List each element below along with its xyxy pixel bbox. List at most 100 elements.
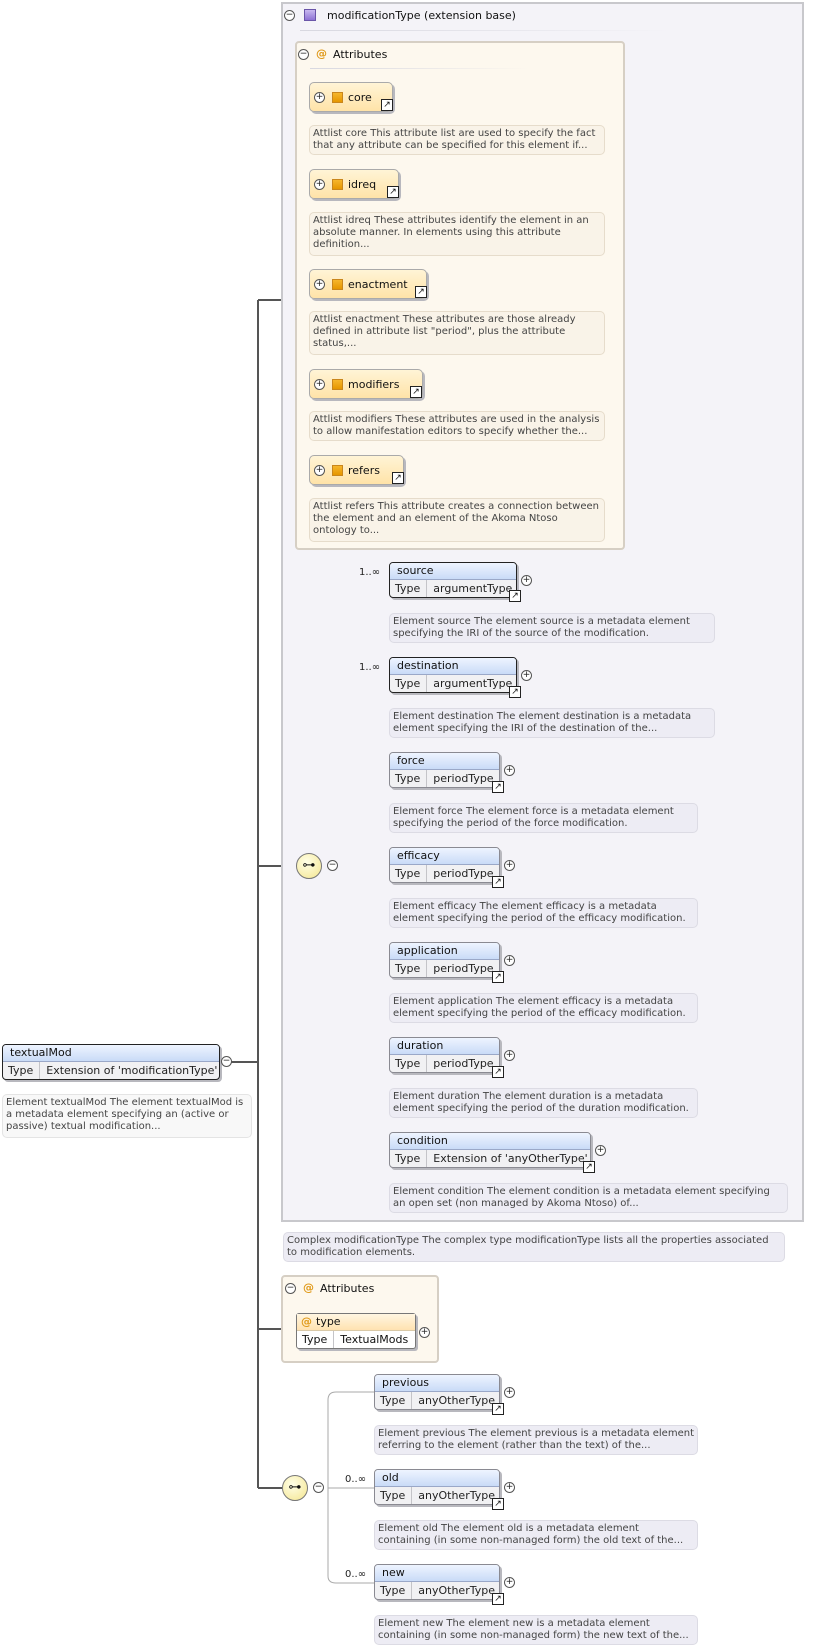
element-condition[interactable]: condition Type Extension of 'anyOtherTyp… (389, 1132, 591, 1168)
ref-arrow-icon[interactable]: ↗ (492, 781, 504, 793)
attribute-group-icon (333, 379, 342, 389)
element-doc: Element condition The element condition … (389, 1183, 788, 1213)
attributes-collapse-toggle[interactable]: − (298, 49, 309, 60)
ref-arrow-icon[interactable]: ↗ (492, 1403, 504, 1415)
root-collapse-toggle[interactable]: − (221, 1056, 232, 1067)
type-key: Type (390, 1055, 428, 1072)
attribute-group-modifiers[interactable]: + modifiers (309, 369, 423, 399)
type-key: Type (390, 1150, 428, 1167)
sequence-compositor[interactable]: ⊶ (282, 1475, 308, 1501)
root-element-name: textualMod (3, 1045, 219, 1062)
type-key: Type (375, 1392, 413, 1409)
element-doc: Element previous The element previous is… (374, 1425, 698, 1455)
root-doc: Element textualMod The element textualMo… (2, 1094, 252, 1138)
expand-toggle[interactable]: + (504, 955, 515, 966)
expand-toggle[interactable]: + (521, 670, 532, 681)
type-key: Type (297, 1331, 335, 1348)
root-element-type: Type Extension of 'modificationType' (3, 1062, 219, 1079)
attribute-group-icon (333, 279, 342, 289)
expand-toggle[interactable]: + (314, 464, 325, 476)
own-attributes-header: Attributes (320, 1282, 375, 1295)
element-name: application (390, 943, 499, 960)
expand-toggle[interactable]: + (504, 1482, 515, 1493)
attribute-group-name: refers (348, 463, 380, 477)
expand-toggle[interactable]: + (314, 178, 325, 190)
element-type: Type periodType (390, 960, 499, 977)
ref-arrow-icon[interactable]: ↗ (381, 99, 393, 111)
attribute-group-name: idreq (348, 177, 377, 191)
ref-arrow-icon[interactable]: ↗ (492, 971, 504, 983)
type-key: Type (375, 1582, 413, 1599)
ref-arrow-icon[interactable]: ↗ (492, 1066, 504, 1078)
ref-arrow-icon[interactable]: ↗ (392, 472, 404, 484)
ref-arrow-icon[interactable]: ↗ (509, 590, 521, 602)
type-value: anyOtherType (418, 1489, 495, 1502)
sequence-collapse-toggle[interactable]: − (327, 860, 338, 871)
attribute-group-doc: Attlist idreq These attributes identify … (309, 212, 605, 256)
expand-toggle[interactable]: + (314, 91, 325, 103)
sequence-collapse-toggle[interactable]: − (313, 1482, 324, 1493)
element-name: new (375, 1565, 499, 1582)
ref-arrow-icon[interactable]: ↗ (492, 876, 504, 888)
element-application[interactable]: application Type periodType (389, 942, 500, 978)
expand-toggle[interactable]: + (504, 860, 515, 871)
attribute-group-doc: Attlist modifiers These attributes are u… (309, 411, 605, 441)
attribute-at-icon: @ (316, 47, 327, 60)
expand-toggle[interactable]: + (595, 1145, 606, 1156)
element-type: Type Extension of 'anyOtherType' (390, 1150, 590, 1167)
type-value: Extension of 'anyOtherType' (433, 1152, 588, 1165)
type-value: argumentType (433, 677, 513, 690)
ref-arrow-icon[interactable]: ↗ (410, 386, 422, 398)
expand-toggle[interactable]: + (314, 278, 325, 290)
element-previous[interactable]: previous Type anyOtherType (374, 1374, 500, 1410)
ref-arrow-icon[interactable]: ↗ (415, 286, 427, 298)
expand-toggle[interactable]: + (314, 378, 325, 390)
complex-type-doc: Complex modificationType The complex typ… (283, 1232, 785, 1262)
element-type: Type anyOtherType (375, 1487, 499, 1504)
element-name: source (390, 563, 516, 580)
attribute-group-core[interactable]: + core (309, 82, 393, 112)
attribute-type[interactable]: @type Type TextualMods (296, 1313, 416, 1349)
element-old[interactable]: old Type anyOtherType (374, 1469, 500, 1505)
cardinality-label: 0..∞ (345, 1569, 367, 1580)
modification-type-collapse-toggle[interactable]: − (284, 10, 295, 21)
ref-arrow-icon[interactable]: ↗ (509, 686, 521, 698)
element-doc: Element old The element old is a metadat… (374, 1520, 698, 1550)
attribute-at-icon: @ (303, 1281, 314, 1294)
ref-arrow-icon[interactable]: ↗ (387, 186, 399, 198)
element-new[interactable]: new Type anyOtherType (374, 1564, 500, 1600)
element-efficacy[interactable]: efficacy Type periodType (389, 847, 500, 883)
expand-toggle[interactable]: + (521, 575, 532, 586)
element-name: force (390, 753, 499, 770)
expand-toggle[interactable]: + (504, 1577, 515, 1588)
type-key: Type (390, 580, 428, 597)
element-type: Type periodType (390, 865, 499, 882)
ref-arrow-icon[interactable]: ↗ (492, 1498, 504, 1510)
expand-toggle[interactable]: + (504, 765, 515, 776)
attribute-group-idreq[interactable]: + idreq (309, 169, 399, 199)
attribute-group-enactment[interactable]: + enactment (309, 269, 427, 299)
root-element[interactable]: textualMod Type Extension of 'modificati… (2, 1044, 220, 1080)
attribute-group-icon (333, 179, 342, 189)
element-source[interactable]: source Type argumentType (389, 562, 517, 598)
attributes-collapse-toggle[interactable]: − (285, 1283, 296, 1294)
expand-toggle[interactable]: + (419, 1327, 430, 1338)
expand-toggle[interactable]: + (504, 1050, 515, 1061)
element-doc: Element destination The element destinat… (389, 708, 715, 738)
type-value: anyOtherType (418, 1394, 495, 1407)
sequence-compositor[interactable]: ⊶ (296, 853, 322, 879)
header-divider (310, 68, 530, 69)
type-value: periodType (433, 1057, 494, 1070)
attribute-group-refers[interactable]: + refers (309, 455, 404, 485)
ref-arrow-icon[interactable]: ↗ (583, 1161, 595, 1173)
modification-type-header: modificationType (extension base) (327, 9, 516, 22)
attribute-group-doc: Attlist refers This attribute creates a … (309, 498, 605, 542)
element-name: efficacy (390, 848, 499, 865)
element-doc: Element efficacy The element efficacy is… (389, 898, 698, 928)
type-value: periodType (433, 962, 494, 975)
ref-arrow-icon[interactable]: ↗ (492, 1593, 504, 1605)
element-force[interactable]: force Type periodType (389, 752, 500, 788)
element-duration[interactable]: duration Type periodType (389, 1037, 500, 1073)
expand-toggle[interactable]: + (504, 1387, 515, 1398)
element-destination[interactable]: destination Type argumentType (389, 657, 517, 693)
